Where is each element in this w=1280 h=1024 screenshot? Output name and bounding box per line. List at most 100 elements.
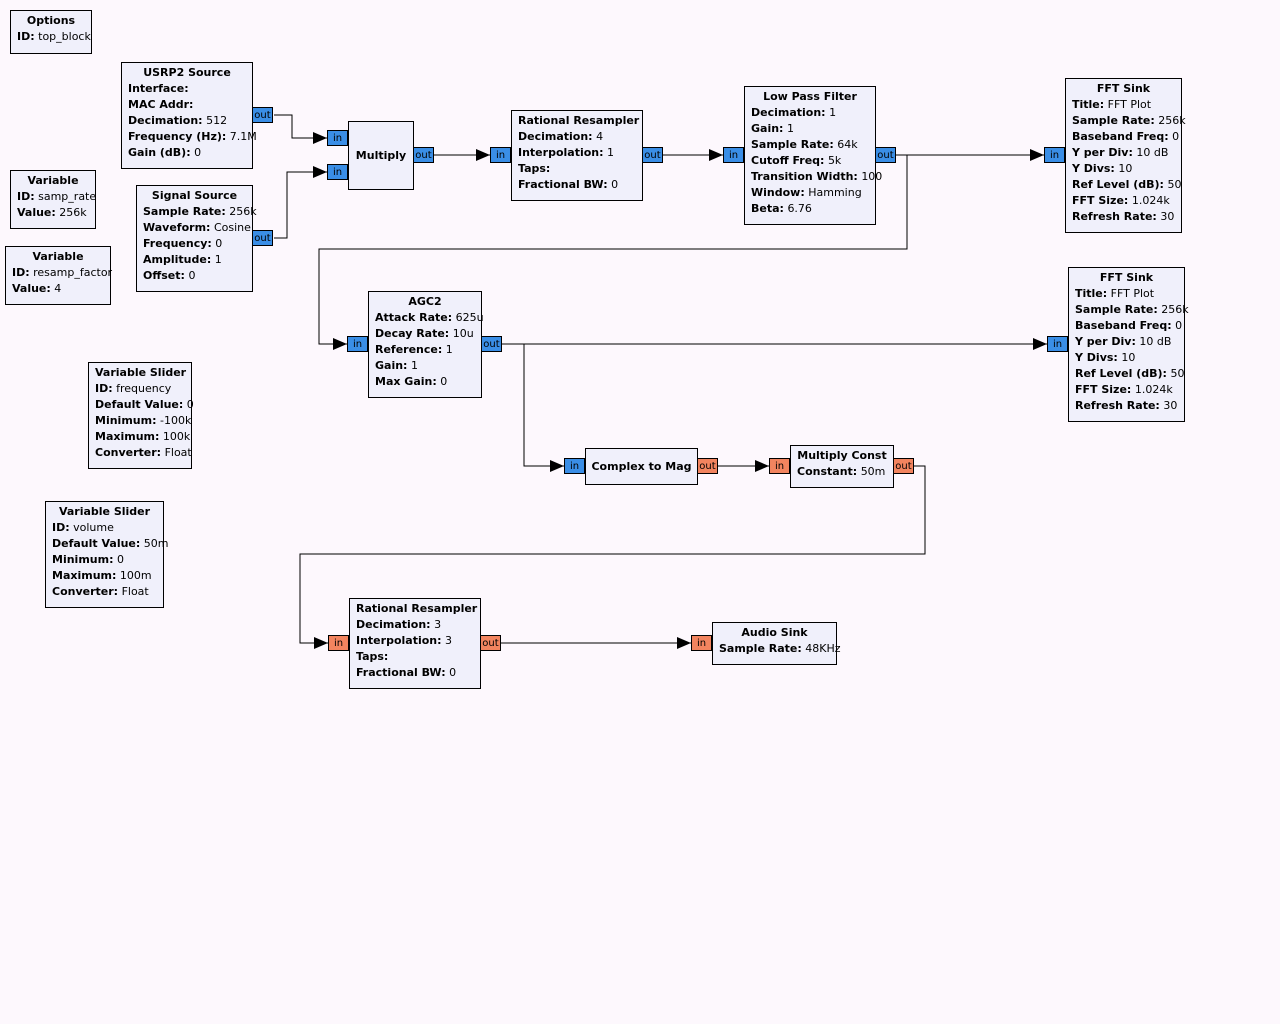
complex-to-mag-out-port[interactable]: out xyxy=(697,458,718,474)
multiply-const-out-port[interactable]: out xyxy=(893,458,914,474)
block-param: Baseband Freq: 0 xyxy=(1072,129,1179,145)
param-value: Float xyxy=(164,446,192,459)
audio-sink-in-port[interactable]: in xyxy=(691,635,712,651)
usrp2-source-out-port[interactable]: out xyxy=(252,107,273,123)
agc2-out-port[interactable]: out xyxy=(481,336,502,352)
wire-arrowhead xyxy=(314,637,328,649)
param-value: 48KHz xyxy=(805,642,841,655)
param-value: 10 dB xyxy=(1136,146,1169,159)
block-title: Multiply Const xyxy=(797,449,887,462)
multiply-in-port[interactable]: in xyxy=(327,130,348,146)
rational-resampler-1-in-port[interactable]: in xyxy=(490,147,511,163)
param-value: 100m xyxy=(119,569,152,582)
param-key: Frequency (Hz): xyxy=(128,130,227,143)
param-key: Max Gain: xyxy=(375,375,437,388)
wire-arrowhead xyxy=(313,166,327,178)
param-key: Attack Rate: xyxy=(375,311,453,324)
param-value: volume xyxy=(73,521,114,534)
block-param: Sample Rate: 64k xyxy=(751,137,869,153)
block-param: Sample Rate: 256k xyxy=(143,204,257,220)
param-key: Decimation: xyxy=(518,130,593,143)
low-pass-filter-out-port[interactable]: out xyxy=(875,147,896,163)
param-key: MAC Addr: xyxy=(128,98,194,111)
block-param: Y per Div: 10 dB xyxy=(1075,334,1178,350)
multiply-const-in-port[interactable]: in xyxy=(769,458,790,474)
param-key: Title: xyxy=(1072,98,1105,111)
complex-to-mag-block[interactable]: Complex to Mag xyxy=(585,448,698,485)
param-key: Amplitude: xyxy=(143,253,212,266)
block-param: Decimation: 1 xyxy=(751,105,869,121)
block-param: Sample Rate: 48KHz xyxy=(719,641,841,657)
param-key: Cutoff Freq: xyxy=(751,154,825,167)
block-title: FFT Sink xyxy=(1099,271,1154,284)
param-key: Converter: xyxy=(52,585,119,598)
param-value: 0 xyxy=(215,237,223,250)
param-key: Window: xyxy=(751,186,805,199)
param-value: 1 xyxy=(829,106,837,119)
param-value: 0 xyxy=(1175,319,1183,332)
wire-arrowhead xyxy=(755,460,769,472)
wire-arrowhead xyxy=(550,460,564,472)
param-key: Decimation: xyxy=(128,114,203,127)
param-key: Y Divs: xyxy=(1072,162,1115,175)
param-value: top_block xyxy=(38,30,91,43)
wire-signal-to-multiply xyxy=(274,171,327,239)
param-key: Y per Div: xyxy=(1072,146,1133,159)
param-value: 256k xyxy=(59,206,87,219)
param-value: 256k xyxy=(1161,303,1189,316)
wire-arrowhead xyxy=(1033,338,1047,350)
low-pass-filter-in-port[interactable]: in xyxy=(723,147,744,163)
rational-resampler-1-out-port[interactable]: out xyxy=(642,147,663,163)
rational-resampler-2-out-port[interactable]: out xyxy=(480,635,501,651)
block-param: Sample Rate: 256k xyxy=(1075,302,1189,318)
param-value: 0 xyxy=(186,398,194,411)
block-param: Decimation: 3 xyxy=(356,617,474,633)
block-param: Amplitude: 1 xyxy=(143,252,246,268)
block-param: Ref Level (dB): 50 xyxy=(1072,177,1181,193)
multiply-out-port[interactable]: out xyxy=(413,147,434,163)
param-value: 4 xyxy=(596,130,604,143)
block-param: Ref Level (dB): 50 xyxy=(1075,366,1184,382)
param-value: 7.1M xyxy=(229,130,257,143)
multiply-block[interactable]: Multiply xyxy=(348,121,414,190)
block-param: ID: top_block xyxy=(17,29,91,45)
wire-arrowhead xyxy=(476,149,490,161)
block-param: Title: FFT Plot xyxy=(1072,97,1175,113)
block-title: Multiply xyxy=(355,148,407,162)
block-param: Maximum: 100m xyxy=(52,568,157,584)
rational-resampler-2-in-port[interactable]: in xyxy=(328,635,349,651)
param-key: Ref Level (dB): xyxy=(1072,178,1164,191)
param-key: Maximum: xyxy=(95,430,160,443)
param-value: FFT Plot xyxy=(1110,287,1155,300)
complex-to-mag-in-port[interactable]: in xyxy=(564,458,585,474)
block-param: Y per Div: 10 dB xyxy=(1072,145,1175,161)
param-value: 1.024k xyxy=(1131,194,1170,207)
param-value: 1 xyxy=(214,253,222,266)
block-title: Audio Sink xyxy=(741,626,808,639)
param-key: Y Divs: xyxy=(1075,351,1118,364)
multiply-in-port[interactable]: in xyxy=(327,164,348,180)
fft-sink-1-in-port[interactable]: in xyxy=(1044,147,1065,163)
fft-sink-2-in-port[interactable]: in xyxy=(1047,336,1068,352)
agc2-in-port[interactable]: in xyxy=(347,336,368,352)
param-key: Converter: xyxy=(95,446,162,459)
param-value: 4 xyxy=(54,282,62,295)
signal-source-out-port[interactable]: out xyxy=(252,230,273,246)
